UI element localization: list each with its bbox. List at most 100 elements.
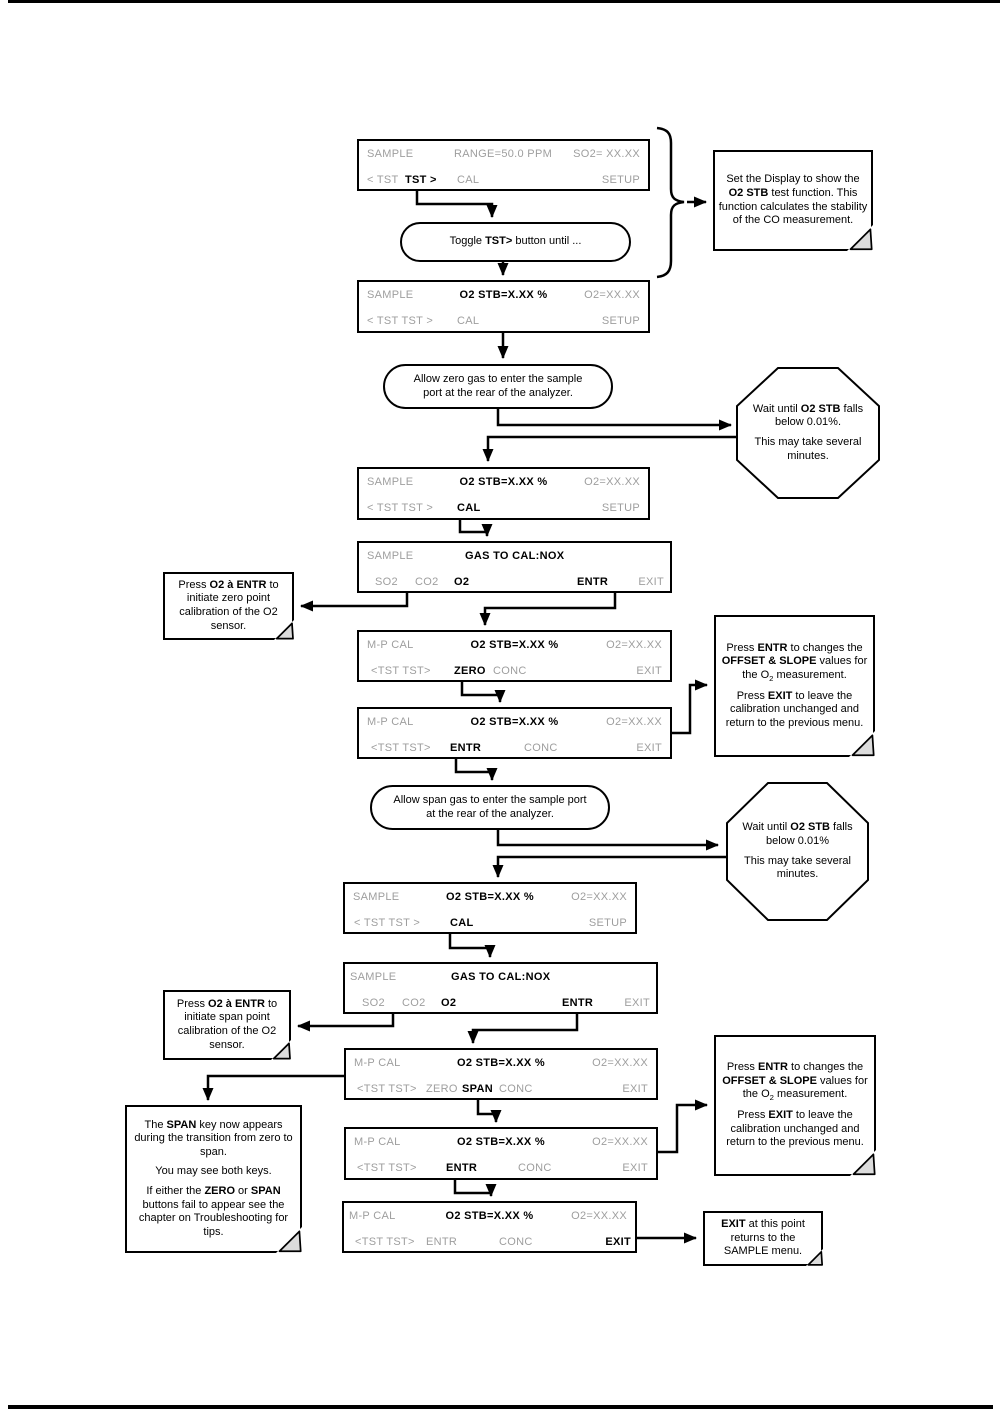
page-fold-icon — [849, 731, 875, 757]
lcd-screen-mpcal-zero: M-P CAL O2 STB=X.XX % O2=XX.XX <TST TST>… — [357, 630, 672, 682]
key-setup: SETUP — [601, 315, 640, 327]
gas-to-cal-title: GAS TO CAL:NOX — [451, 971, 551, 983]
mode-label: M-P CAL — [349, 1210, 396, 1222]
mode-label: M-P CAL — [367, 639, 414, 651]
lcd-screen-mpcal-entr-2: M-P CAL O2 STB=X.XX % O2=XX.XX <TST TST>… — [344, 1127, 658, 1180]
o2stb-readout: O2 STB=X.XX % — [445, 1210, 534, 1222]
key-exit: EXIT — [605, 1236, 631, 1248]
key-tst: <TST TST> — [357, 1083, 417, 1095]
o2stb-readout: O2 STB=X.XX % — [470, 639, 559, 651]
key-o2: O2 — [441, 997, 457, 1009]
mode-label: M-P CAL — [367, 716, 414, 728]
note-set-display: Set the Display to show the O2 STB test … — [713, 150, 873, 251]
mode-label: SAMPLE — [350, 971, 397, 983]
page-fold-icon — [276, 1227, 302, 1253]
key-conc: CONC — [499, 1236, 533, 1248]
lcd-screen-gas-to-cal-1: SAMPLE GAS TO CAL:NOX SO2 CO2 O2 ENTR EX… — [357, 541, 672, 593]
key-tst: <TST TST> — [355, 1236, 415, 1248]
page-fold-icon — [274, 620, 294, 640]
flow-step-zero-gas: Allow zero gas to enter the sample port … — [383, 364, 613, 409]
key-cal: CAL — [457, 315, 480, 327]
key-setup: SETUP — [601, 174, 640, 186]
o2-readout: O2=XX.XX — [584, 476, 640, 488]
mode-label: M-P CAL — [354, 1057, 401, 1069]
stop-octagon-2-text: Wait until O2 STB falls below 0.01% This… — [742, 821, 853, 881]
key-entr: ENTR — [446, 1162, 478, 1174]
o2-readout: O2=XX.XX — [571, 1210, 627, 1222]
lcd-screen-o2stb-cal-2: SAMPLE O2 STB=X.XX % O2=XX.XX < TST TST … — [343, 882, 637, 934]
lcd-screen-mpcal-exit: M-P CAL O2 STB=X.XX % O2=XX.XX <TST TST>… — [342, 1201, 637, 1253]
o2stb-readout: O2 STB=X.XX % — [470, 716, 559, 728]
lcd-screen-o2stb-1: SAMPLE O2 STB=X.XX % O2=XX.XX < TST TST … — [357, 280, 650, 333]
span-gas-instruction: Allow span gas to enter the sample port … — [393, 793, 587, 820]
page-fold-icon — [806, 1249, 823, 1266]
lcd-screen-mpcal-span: M-P CAL O2 STB=X.XX % O2=XX.XX <TST TST>… — [344, 1048, 658, 1100]
key-conc: CONC — [493, 665, 527, 677]
toggle-instruction: Toggle TST> button until ... — [449, 235, 582, 248]
key-tst: <TST TST> — [371, 665, 431, 677]
lcd-screen-sample-range: SAMPLE RANGE=50.0 PPM SO2= XX.XX < TST T… — [357, 139, 650, 191]
mode-label: M-P CAL — [354, 1136, 401, 1148]
key-span: SPAN — [462, 1083, 493, 1095]
mode-label: SAMPLE — [353, 891, 400, 903]
o2-readout: O2=XX.XX — [592, 1057, 648, 1069]
o2stb-readout: O2 STB=X.XX % — [446, 891, 534, 903]
key-cal: CAL — [457, 502, 481, 514]
key-zero: ZERO — [426, 1083, 458, 1095]
key-setup: SETUP — [601, 502, 640, 514]
range-readout: RANGE=50.0 PPM — [454, 148, 553, 160]
key-cal: CAL — [457, 174, 480, 186]
key-tst: <TST TST> — [371, 742, 431, 754]
page-fold-icon — [271, 1040, 291, 1060]
key-entr: ENTR — [577, 576, 609, 588]
lcd-screen-o2stb-cal: SAMPLE O2 STB=X.XX % O2=XX.XX < TST TST … — [357, 467, 650, 520]
flow-step-span-gas: Allow span gas to enter the sample port … — [370, 785, 610, 830]
zero-gas-instruction: Allow zero gas to enter the sample port … — [413, 372, 583, 399]
key-tst: < TST TST > — [354, 917, 421, 929]
stop-octagon-1-shape — [736, 367, 880, 499]
o2stb-readout: O2 STB=X.XX % — [457, 1136, 545, 1148]
o2-readout: O2=XX.XX — [584, 289, 640, 301]
o2-readout: O2=XX.XX — [606, 639, 662, 651]
note-offset-slope-2: Press ENTR to changes the OFFSET & SLOPE… — [714, 1035, 876, 1176]
key-zero: ZERO — [454, 665, 486, 677]
key-setup: SETUP — [588, 917, 627, 929]
key-exit: EXIT — [636, 742, 662, 754]
o2stb-readout: O2 STB=X.XX % — [459, 289, 548, 301]
o2stb-readout: O2 STB=X.XX % — [459, 476, 548, 488]
key-tst-forward: TST > — [405, 174, 437, 186]
key-entr: ENTR — [450, 742, 482, 754]
o2-readout: O2=XX.XX — [571, 891, 627, 903]
key-cal: CAL — [450, 917, 474, 929]
note-span-key: The SPAN key now appears during the tran… — [125, 1105, 302, 1253]
gas-to-cal-title: GAS TO CAL:NOX — [465, 550, 565, 562]
key-co2: CO2 — [415, 576, 439, 588]
key-exit: EXIT — [622, 1162, 648, 1174]
mode-label: SAMPLE — [367, 550, 414, 562]
lcd-screen-mpcal-entr-1: M-P CAL O2 STB=X.XX % O2=XX.XX <TST TST>… — [357, 707, 672, 759]
stop-octagon-1-text: Wait until O2 STB falls below 0.01%. Thi… — [752, 402, 864, 462]
o2-readout: O2=XX.XX — [606, 716, 662, 728]
key-entr: ENTR — [562, 997, 594, 1009]
mode-label: SAMPLE — [367, 148, 414, 160]
key-conc: CONC — [499, 1083, 533, 1095]
key-exit: EXIT — [624, 997, 650, 1009]
page-rule-top — [8, 0, 1000, 3]
page-fold-icon — [847, 225, 873, 251]
key-tst: < TST TST > — [367, 502, 434, 514]
mode-label: SAMPLE — [367, 476, 414, 488]
grouping-brace — [656, 126, 685, 279]
key-so2: SO2 — [375, 576, 398, 588]
key-exit: EXIT — [636, 665, 662, 677]
note-exit-returns: EXIT at this point returns to the SAMPLE… — [703, 1211, 823, 1266]
flow-arrows — [202, 191, 737, 1244]
note-zero-point: Press O2 à ENTR to initiate zero point c… — [163, 572, 294, 640]
key-exit: EXIT — [622, 1083, 648, 1095]
page-rule-bottom — [8, 1405, 993, 1409]
key-conc: CONC — [524, 742, 558, 754]
lcd-screen-gas-to-cal-2: SAMPLE GAS TO CAL:NOX SO2 CO2 O2 ENTR EX… — [343, 962, 658, 1014]
o2stb-readout: O2 STB=X.XX % — [457, 1057, 545, 1069]
key-co2: CO2 — [402, 997, 426, 1009]
